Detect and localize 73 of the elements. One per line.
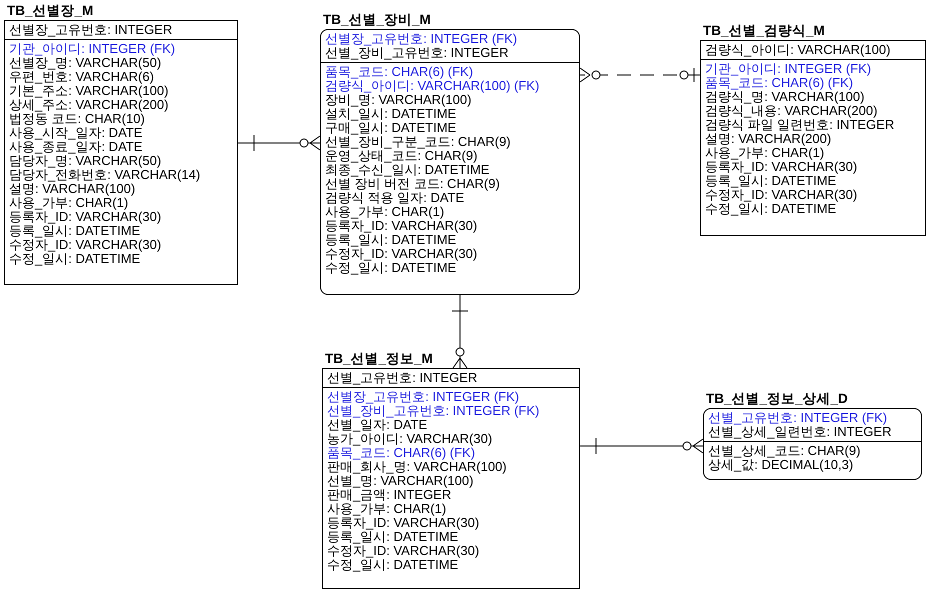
attribute: 운영_상태_코드: CHAR(9) — [325, 149, 478, 163]
attribute: 구매_일시: DATETIME — [325, 121, 458, 135]
relationship-line — [452, 294, 468, 368]
attribute: 농가_아이디: VARCHAR(30) — [327, 432, 494, 446]
attribute: 판매_회사_명: VARCHAR(100) — [327, 460, 508, 474]
attribute: 사용_가부: CHAR(1) — [9, 196, 128, 210]
attribute: 수정_일시: DATETIME — [325, 261, 456, 275]
key-attribute: 검량식_아이디: VARCHAR(100) — [705, 43, 892, 57]
attribute: 선별_명: VARCHAR(100) — [327, 474, 474, 488]
attribute: 사용_가부: CHAR(1) — [325, 205, 446, 219]
attribute: 설치_일시: DATETIME — [325, 107, 456, 121]
relationship-line — [580, 438, 704, 454]
relationship-line — [580, 68, 700, 82]
relationship-line — [238, 134, 320, 152]
foreign-key-attribute: 품목_코드: CHAR(6) (FK) — [705, 76, 854, 90]
foreign-key-attribute: 품목_코드: CHAR(6) (FK) — [325, 65, 474, 79]
attribute: 수정_일시: DATETIME — [327, 558, 458, 572]
key-attribute: 선별장_고유번호: INTEGER — [9, 23, 174, 37]
attribute: 등록_일시: DATETIME — [705, 174, 836, 188]
foreign-key-attribute: 선별장_고유번호: INTEGER (FK) — [325, 32, 518, 46]
attribute: 등록_일시: DATETIME — [9, 224, 140, 238]
attribute: 사용_종료_일자: DATE — [9, 140, 144, 154]
attribute: 선별 장비 버전 코드: CHAR(9) — [325, 177, 501, 191]
foreign-key-attribute: 선별_장비_고유번호: INTEGER (FK) — [327, 404, 540, 418]
attribute: 수정자_ID: VARCHAR(30) — [327, 544, 480, 558]
attribute: 설명: VARCHAR(100) — [9, 182, 136, 196]
table-name: TB_선별_장비_M — [323, 11, 431, 29]
attribute: 검량식_명: VARCHAR(100) — [705, 90, 866, 104]
foreign-key-attribute: 선별_고유번호: INTEGER (FK) — [708, 411, 888, 425]
attribute: 우편_번호: VARCHAR(6) — [9, 70, 154, 84]
table-name: TB_선별장_M — [7, 2, 94, 20]
key-attribute: 선별_상세_일련번호: INTEGER — [708, 425, 892, 439]
attribute: 판매_금액: INTEGER — [327, 488, 452, 502]
key-attribute: 선별_장비_고유번호: INTEGER — [325, 46, 508, 60]
attribute: 상세_주소: VARCHAR(200) — [9, 98, 170, 112]
table-name: TB_선별_정보_M — [325, 350, 433, 368]
attribute: 선별_상세_코드: CHAR(9) — [708, 444, 862, 458]
attribute: 등록_일시: DATETIME — [327, 530, 458, 544]
foreign-key-attribute: 선별장_고유번호: INTEGER (FK) — [327, 390, 520, 404]
attribute: 선별_일자: DATE — [327, 418, 428, 432]
attribute: 설명: VARCHAR(200) — [705, 132, 832, 146]
attribute: 법정동 코드: CHAR(10) — [9, 112, 145, 126]
attribute: 담당자_명: VARCHAR(50) — [9, 154, 162, 168]
foreign-key-attribute: 검량식_아이디: VARCHAR(100) (FK) — [325, 79, 540, 93]
attribute: 등록자_ID: VARCHAR(30) — [325, 219, 478, 233]
attribute: 담당자_전화번호: VARCHAR(14) — [9, 168, 202, 182]
attribute: 수정_일시: DATETIME — [9, 252, 140, 266]
foreign-key-attribute: 기관_아이디: INTEGER (FK) — [705, 62, 872, 76]
key-attribute: 선별_고유번호: INTEGER — [327, 371, 478, 385]
attribute: 최종_수신_일시: DATETIME — [325, 163, 490, 177]
attribute: 선별장_명: VARCHAR(50) — [9, 56, 162, 70]
attribute: 기본_주소: VARCHAR(100) — [9, 84, 170, 98]
attribute: 등록자_ID: VARCHAR(30) — [327, 516, 480, 530]
foreign-key-attribute: 품목_코드: CHAR(6) (FK) — [327, 446, 476, 460]
attribute: 사용_가부: CHAR(1) — [327, 502, 448, 516]
attribute: 검량식 적용 일자: DATE — [325, 191, 464, 205]
attribute: 검량식_내용: VARCHAR(200) — [705, 104, 878, 118]
attribute: 수정_일시: DATETIME — [705, 202, 836, 216]
attribute: 수정자_ID: VARCHAR(30) — [705, 188, 858, 202]
attribute: 장비_명: VARCHAR(100) — [325, 93, 472, 107]
attribute: 등록자_ID: VARCHAR(30) — [9, 210, 162, 224]
attribute: 수정자_ID: VARCHAR(30) — [9, 238, 162, 252]
foreign-key-attribute: 기관_아이디: INTEGER (FK) — [9, 42, 176, 56]
table-name: TB_선별_검량식_M — [703, 22, 825, 40]
attribute: 상세_값: DECIMAL(10,3) — [708, 458, 854, 472]
attribute: 수정자_ID: VARCHAR(30) — [325, 247, 478, 261]
attribute: 사용_시작_일자: DATE — [9, 126, 142, 140]
attribute: 검량식 파일 일련번호: INTEGER — [705, 118, 896, 132]
attribute: 등록_일시: DATETIME — [325, 233, 456, 247]
attribute: 등록자_ID: VARCHAR(30) — [705, 160, 858, 174]
table-name: TB_선별_정보_상세_D — [706, 390, 848, 408]
attribute: 사용_가부: CHAR(1) — [705, 146, 824, 160]
attribute: 선별_장비_구분_코드: CHAR(9) — [325, 135, 512, 149]
